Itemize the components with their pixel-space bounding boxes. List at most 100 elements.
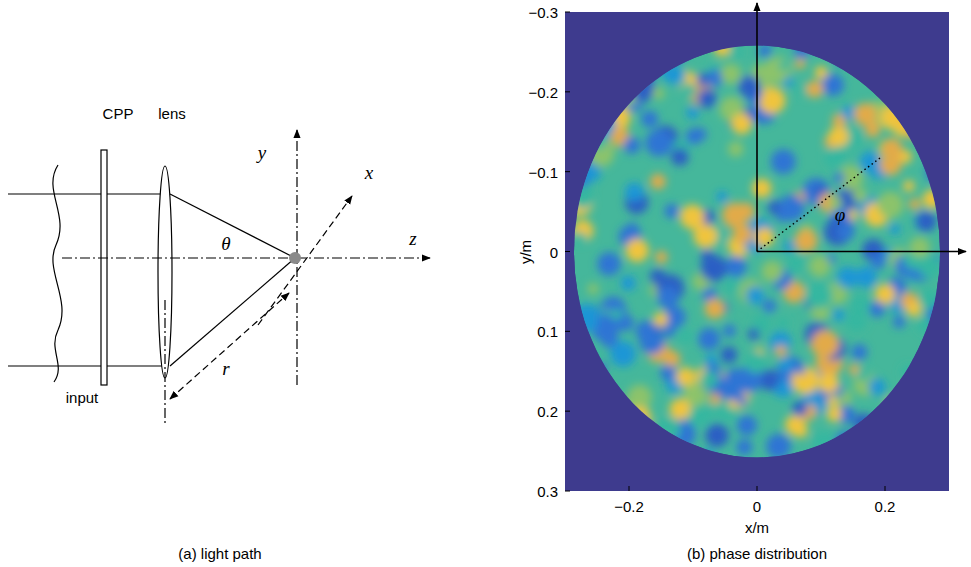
- speckle-blob: [620, 401, 633, 414]
- speckle-blob: [886, 397, 903, 414]
- speckle-blob: [633, 418, 645, 430]
- speckle-blob: [705, 353, 717, 365]
- tick-mark: [565, 411, 570, 412]
- phi-line: [757, 158, 880, 252]
- speckle-blob: [611, 309, 622, 320]
- tick-mark: [885, 486, 886, 491]
- speckle-blob: [784, 241, 796, 253]
- beam-edge: [8, 193, 162, 194]
- speckle-blob: [766, 434, 791, 459]
- speckle-blob: [880, 63, 892, 75]
- speckle-blob: [867, 435, 891, 459]
- speckle-blob: [655, 251, 668, 264]
- x-axis: [258, 196, 352, 325]
- speckle-blob: [656, 435, 668, 447]
- speckle-blob: [926, 355, 945, 374]
- tick-mark: [565, 491, 570, 492]
- speckle-blob: [645, 129, 672, 156]
- speckle-blob: [573, 175, 583, 185]
- speckle-blob: [777, 317, 789, 329]
- speckle-blob: [933, 107, 948, 122]
- speckle-blob: [681, 83, 696, 98]
- speckle-blob: [794, 43, 809, 58]
- tick-label: −0.2: [528, 84, 558, 99]
- speckle-blob: [709, 393, 720, 404]
- speckle-blob: [636, 321, 657, 342]
- speckle-blob: [864, 46, 884, 66]
- speckle-blob: [899, 36, 919, 56]
- speckle-blob: [663, 350, 680, 367]
- speckle-blob: [886, 441, 910, 465]
- speckle-blob: [926, 161, 947, 182]
- speckle-blob: [737, 415, 757, 435]
- speckle-blob: [857, 368, 870, 381]
- speckle-blob: [606, 106, 631, 131]
- speckle-blob: [881, 138, 903, 160]
- plot-axis: [757, 251, 966, 253]
- speckle-blob: [906, 301, 921, 316]
- speckle-blob: [657, 286, 679, 308]
- axis-name: y: [258, 143, 266, 162]
- angle-symbol: θ: [221, 234, 230, 253]
- speckle-blob: [761, 261, 783, 283]
- speckle-blob: [919, 357, 944, 382]
- speckle-blob: [806, 80, 823, 97]
- speckle-blob: [779, 60, 790, 71]
- speckle-blob: [723, 324, 736, 337]
- speckle-blob: [832, 44, 852, 64]
- speckle-blob: [929, 46, 948, 65]
- speckle-blob: [775, 346, 786, 357]
- z-axis: [62, 257, 430, 258]
- speckle-blob: [875, 440, 900, 465]
- speckle-blob: [701, 255, 728, 282]
- tick-mark: [565, 331, 570, 332]
- speckle-blob: [745, 351, 767, 373]
- speckle-blob: [878, 57, 897, 76]
- speckle-blob: [652, 87, 664, 99]
- speckle-blob: [930, 422, 943, 435]
- tick-label: 0.3: [537, 484, 558, 499]
- speckle-blob: [629, 407, 652, 430]
- speckle-blob: [613, 58, 629, 74]
- tick-label: 0.2: [537, 404, 558, 419]
- speckle-blob: [606, 447, 620, 461]
- speckle-blob: [584, 84, 594, 94]
- speckle-blob: [897, 396, 914, 413]
- speckle-blob: [568, 70, 586, 88]
- tick-label: 0: [550, 244, 558, 259]
- focal-spot: [289, 252, 301, 264]
- speckle-blob: [805, 281, 832, 308]
- speckle-blob: [705, 298, 725, 318]
- axis-title: x/m: [745, 520, 769, 535]
- speckle-blob: [881, 104, 907, 130]
- speckle-blob: [827, 407, 842, 422]
- speckle-blob: [625, 182, 644, 201]
- speckle-blob: [854, 413, 875, 434]
- tick-label: −0.2: [614, 499, 644, 514]
- speckle-blob: [570, 432, 593, 455]
- speckle-blob: [795, 59, 805, 69]
- speckle-blob: [623, 436, 649, 462]
- speckle-blob: [592, 136, 605, 149]
- speckle-blob: [859, 46, 877, 64]
- speckle-blob: [841, 106, 855, 120]
- tick-mark: [629, 486, 630, 491]
- speckle-blob: [909, 237, 930, 258]
- r-arrow: [170, 293, 289, 399]
- speckle-blob: [641, 110, 658, 127]
- speckle-blob: [621, 41, 643, 63]
- speckle-blob: [698, 328, 720, 350]
- speckle-blob: [778, 195, 804, 221]
- part-name: lens: [158, 106, 186, 121]
- tick-mark: [565, 171, 570, 172]
- speckle-blob: [921, 401, 947, 427]
- speckle-blob: [794, 229, 817, 252]
- axis-title: y/m: [518, 239, 533, 263]
- speckle-blob: [763, 299, 776, 312]
- speckle-blob: [837, 222, 855, 240]
- speckle-blob: [896, 442, 923, 469]
- axis-name: x: [365, 163, 373, 182]
- speckle-blob: [918, 255, 941, 278]
- speckle-blob: [828, 126, 849, 147]
- speckle-blob: [587, 140, 614, 167]
